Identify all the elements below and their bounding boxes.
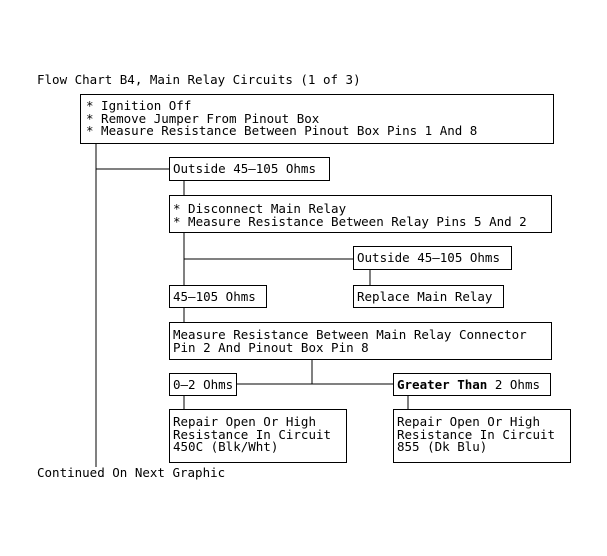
step1-line: * Remove Jumper From Pinout Box: [86, 110, 320, 126]
repair2-box: Repair Open Or High Resistance In Circui…: [393, 409, 571, 463]
step3-line: Pin 2 And Pinout Box Pin 8: [173, 339, 369, 355]
repair2-line: Repair Open Or High: [397, 414, 540, 429]
repair1-line: Resistance In Circuit: [173, 426, 332, 442]
high-label-bold: Greater Than: [397, 377, 488, 392]
repair2-line: Resistance In Circuit: [397, 426, 556, 442]
chart-title: Flow Chart B4, Main Relay Circuits (1 of…: [37, 72, 361, 87]
replace-label: Replace Main Relay: [357, 289, 493, 304]
outside1-box: Outside 45–105 Ohms: [169, 157, 330, 181]
step3-box: Measure Resistance Between Main Relay Co…: [169, 322, 552, 360]
step1-line: * Measure Resistance Between Pinout Box …: [86, 123, 478, 138]
repair1-line: 450C (Blk/Wht): [173, 439, 279, 454]
repair1-line: Repair Open Or High: [173, 414, 316, 429]
outside1-label: Outside 45–105 Ohms: [173, 161, 316, 176]
high-box: Greater Than 2 Ohms: [393, 373, 551, 396]
outside2-box: Outside 45–105 Ohms: [353, 246, 512, 270]
step2-line: * Disconnect Main Relay: [173, 201, 347, 216]
step1-box: * Ignition Off * Remove Jumper From Pino…: [80, 94, 554, 144]
continued-note: Continued On Next Graphic: [37, 465, 226, 480]
ok-label: 45–105 Ohms: [173, 289, 256, 304]
low-label: 0–2 Ohms: [173, 377, 234, 392]
repair2-line: 855 (Dk Blu): [397, 439, 488, 454]
outside2-label: Outside 45–105 Ohms: [357, 250, 500, 265]
step2-box: * Disconnect Main Relay * Measure Resist…: [169, 195, 552, 233]
repair1-box: Repair Open Or High Resistance In Circui…: [169, 409, 347, 463]
high-label: Greater Than 2 Ohms: [397, 377, 550, 392]
step1-line: * Ignition Off: [86, 98, 192, 113]
ok-box: 45–105 Ohms: [169, 285, 267, 308]
step3-line: Measure Resistance Between Main Relay Co…: [173, 327, 527, 342]
replace-box: Replace Main Relay: [353, 285, 504, 308]
low-box: 0–2 Ohms: [169, 373, 237, 396]
step2-line: * Measure Resistance Between Relay Pins …: [173, 213, 527, 229]
high-label-rest: 2 Ohms: [487, 377, 540, 392]
